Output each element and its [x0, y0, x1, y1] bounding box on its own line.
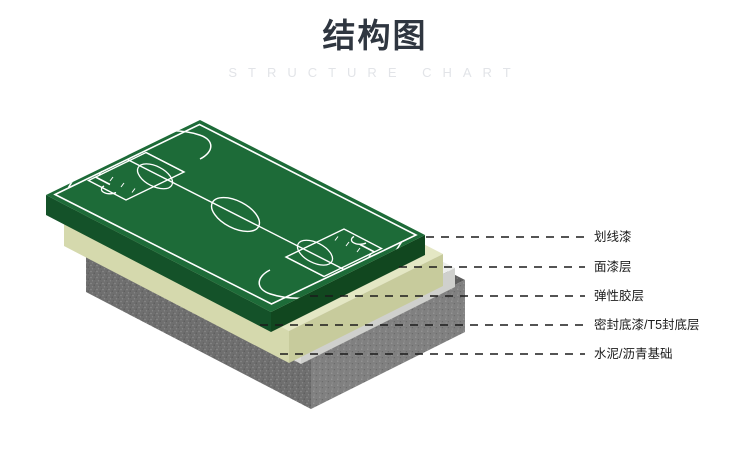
- layer-top-coat: [46, 120, 425, 332]
- layer-label-sealer-primer: 密封底漆/T5封底层: [594, 318, 700, 332]
- layer-label-top-coat: 面漆层: [594, 260, 632, 274]
- page-subtitle: STRUCTURE CHART: [228, 65, 522, 80]
- page-title: 结构图: [322, 17, 428, 54]
- layer-label-line-paint: 划线漆: [594, 230, 632, 244]
- leader-lines: [260, 236, 585, 355]
- page-header: 结构图 STRUCTURE CHART: [0, 0, 750, 81]
- layer-label-elastic: 弹性胶层: [594, 289, 645, 303]
- layer-label-concrete-base: 水泥/沥青基础: [594, 347, 673, 361]
